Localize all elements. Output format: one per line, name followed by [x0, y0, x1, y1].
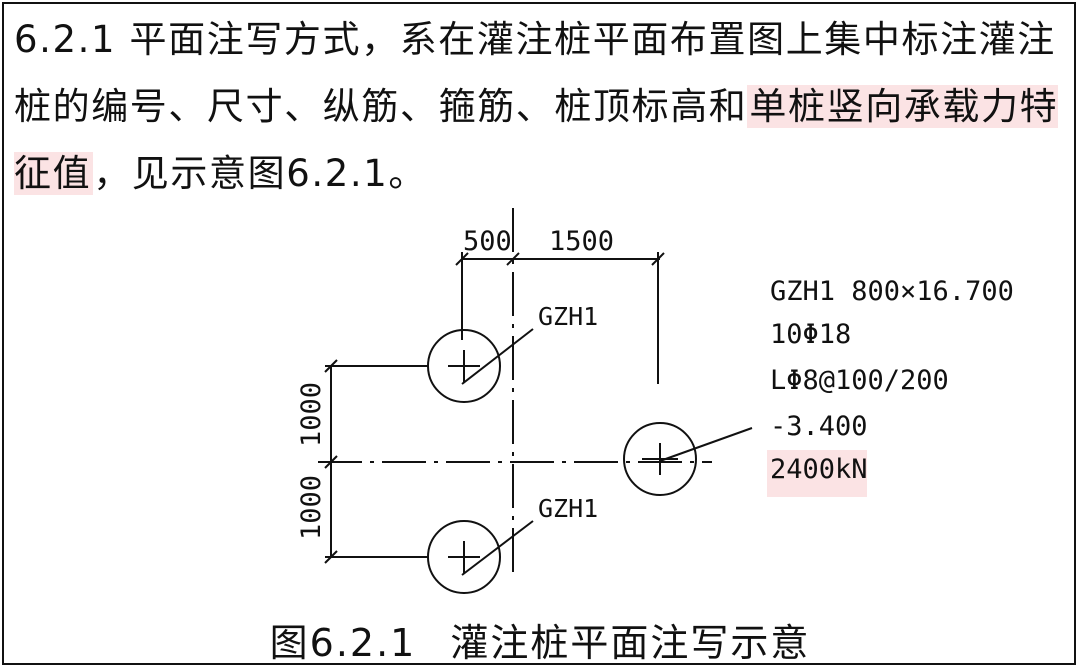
dim-1500-label: 1500 [549, 226, 614, 257]
dim-1000-bottom-label: 1000 [296, 475, 327, 540]
dimension-tick [324, 455, 338, 469]
dimension-tick [324, 359, 338, 373]
dim-1000-top-label: 1000 [296, 382, 327, 447]
dimension-tick [651, 252, 665, 266]
pile-circle-top [427, 329, 501, 403]
annotation-capacity: 2400kN [770, 454, 868, 485]
dimension-tick [455, 252, 469, 266]
figure-caption: 图6.2.1 灌注桩平面注写示意 [0, 612, 1080, 667]
annotation-longitudinal-bars: 10Φ18 [770, 319, 851, 350]
pile-label-top: GZH1 [538, 302, 598, 331]
annotation-size: GZH1 800×16.700 [770, 276, 1014, 307]
figure-title: 灌注桩平面注写示意 [450, 621, 811, 665]
leader-line-top [461, 328, 534, 385]
clause-text: 6.2.1 平面注写方式，系在灌注桩平面布置图上集中标注灌注桩的编号、尺寸、纵筋… [14, 18, 1056, 128]
annotation-elevation: -3.400 [770, 411, 868, 442]
dimension-tick [324, 550, 338, 564]
leader-line-bottom [461, 520, 534, 576]
figure-number: 图6.2.1 [269, 621, 417, 665]
annotation-stirrups: LΦ8@100/200 [770, 365, 949, 396]
pile-label-bottom: GZH1 [538, 494, 598, 523]
dim-500-label: 500 [463, 226, 512, 257]
pile-circle-right [623, 422, 697, 496]
clause-text-end: ，见示意图6.2.1。 [93, 152, 427, 195]
pile-circle-bottom [427, 520, 501, 594]
dimension-tick [506, 252, 520, 266]
leader-line-right [659, 427, 753, 462]
value-highlight [767, 450, 867, 497]
clause-paragraph: 6.2.1 平面注写方式，系在灌注桩平面布置图上集中标注灌注桩的编号、尺寸、纵筋… [14, 6, 1066, 207]
